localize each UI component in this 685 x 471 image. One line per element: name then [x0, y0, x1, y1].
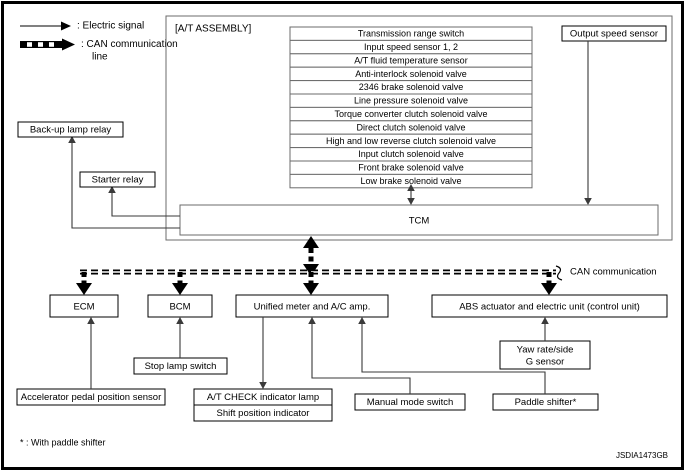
at-component-label: Direct clutch solenoid valve — [356, 122, 465, 132]
at-check-indicator-label: A/T CHECK indicator lamp — [207, 392, 319, 403]
arrowhead-output-speed-to-tcm — [584, 198, 592, 205]
manual-mode-switch-label: Manual mode switch — [367, 397, 454, 408]
arrowhead-backup-lamp-relay — [68, 136, 76, 143]
at-component-label: Input speed sensor 1, 2 — [364, 42, 458, 52]
starter-relay-box[interactable]: Starter relay — [79, 171, 156, 188]
arrowhead-starter-relay — [108, 186, 116, 193]
at-component-label: Line pressure solenoid valve — [354, 96, 468, 106]
arrowhead-unified-meter-to-at-check — [259, 382, 267, 389]
wire-tcm-to-starter-relay — [111, 193, 180, 217]
yaw-rate-sensor-box[interactable]: Yaw rate/side G sensor — [499, 340, 591, 370]
arrowhead-yaw-to-abs — [541, 317, 549, 324]
arrowhead-can-to-bcm — [172, 283, 188, 295]
stop-lamp-switch-box[interactable]: Stop lamp switch — [133, 357, 228, 375]
arrowhead-paddle-shifter-to-unified-meter — [358, 317, 366, 324]
tcm-box[interactable]: TCM — [179, 204, 659, 236]
output-speed-sensor-box[interactable]: Output speed sensor — [561, 25, 667, 42]
at-component-label: Transmission range switch — [358, 29, 464, 39]
yaw-rate-sensor-label-line2: G sensor — [526, 357, 565, 368]
backup-lamp-relay-label: Back-up lamp relay — [30, 125, 112, 136]
yaw-rate-sensor-label-line1: Yaw rate/side — [517, 345, 574, 356]
accelerator-pedal-sensor-box[interactable]: Accelerator pedal position sensor — [16, 388, 166, 406]
arrowhead-can-to-tcm — [303, 236, 319, 248]
shift-position-indicator-label: Shift position indicator — [217, 408, 310, 419]
arrowhead-can-to-ecm — [76, 283, 92, 295]
at-component-label: Anti-interlock solenoid valve — [355, 69, 467, 79]
arrowhead-can-to-abs — [541, 283, 557, 295]
electric-signal-arrowhead-icon — [61, 21, 71, 31]
tcm-label: TCM — [409, 216, 430, 227]
legend-electric-signal-label: : Electric signal — [77, 21, 144, 32]
accelerator-pedal-sensor-label: Accelerator pedal position sensor — [21, 392, 161, 403]
legend: : Electric signal : CAN communication li… — [20, 21, 178, 63]
legend-can-label-line2: line — [92, 52, 108, 63]
at-component-label: Low brake solenoid valve — [360, 176, 461, 186]
legend-can-label-line1: : CAN communication — [81, 39, 178, 50]
paddle-shifter-label: Paddle shifter* — [515, 397, 577, 408]
can-bus-terminator-icon — [555, 265, 563, 281]
backup-lamp-relay-box[interactable]: Back-up lamp relay — [17, 121, 124, 138]
bcm-label: BCM — [169, 302, 190, 313]
arrowhead-accelerator-to-ecm — [87, 317, 95, 324]
at-component-label: A/T fluid temperature sensor — [354, 55, 467, 65]
at-component-label: Input clutch solenoid valve — [358, 149, 464, 159]
wire-tcm-to-backup-lamp-relay — [71, 143, 180, 229]
arrowhead-manual-mode-to-unified-meter — [308, 317, 316, 324]
paddle-shifter-box[interactable]: Paddle shifter* — [492, 393, 599, 411]
at-assembly-container — [165, 15, 673, 241]
can-communication-label: CAN communication — [570, 267, 657, 278]
wire-paddle-shifter-to-unified-meter — [361, 324, 546, 394]
at-component-label: Front brake solenoid valve — [358, 163, 464, 173]
bcm-box[interactable]: BCM — [147, 294, 213, 318]
at-component-label: Torque converter clutch solenoid valve — [334, 109, 487, 119]
manual-mode-switch-box[interactable]: Manual mode switch — [354, 393, 466, 411]
at-component-label: High and low reverse clutch solenoid val… — [326, 136, 496, 146]
starter-relay-label: Starter relay — [92, 175, 144, 186]
can-signal-arrow-icon — [20, 38, 75, 51]
unified-meter-box[interactable]: Unified meter and A/C amp. — [235, 294, 389, 318]
arrowhead-to-component-list — [407, 184, 415, 191]
at-component-label: 2346 brake solenoid valve — [359, 82, 464, 92]
arrowhead-to-tcm-from-list — [407, 198, 415, 205]
ecm-label: ECM — [73, 302, 94, 313]
wire-manual-mode-to-unified-meter — [311, 324, 411, 394]
stop-lamp-switch-label: Stop lamp switch — [145, 361, 217, 372]
at-assembly-title: [A/T ASSEMBLY] — [175, 24, 252, 35]
figure-id-label: JSDIA1473GB — [616, 451, 668, 460]
ecm-box[interactable]: ECM — [49, 294, 119, 318]
at-check-indicator-box[interactable]: A/T CHECK indicator lamp — [193, 388, 333, 406]
unified-meter-label: Unified meter and A/C amp. — [254, 302, 371, 313]
arrowhead-stop-lamp-to-bcm — [176, 317, 184, 324]
arrowhead-can-to-unified-meter — [303, 283, 319, 295]
footnote-text: * : With paddle shifter — [20, 437, 106, 447]
shift-position-indicator-box[interactable]: Shift position indicator — [193, 404, 333, 422]
output-speed-sensor-label: Output speed sensor — [570, 29, 658, 40]
abs-unit-box[interactable]: ABS actuator and electric unit (control … — [431, 294, 668, 318]
abs-unit-label: ABS actuator and electric unit (control … — [459, 302, 640, 313]
